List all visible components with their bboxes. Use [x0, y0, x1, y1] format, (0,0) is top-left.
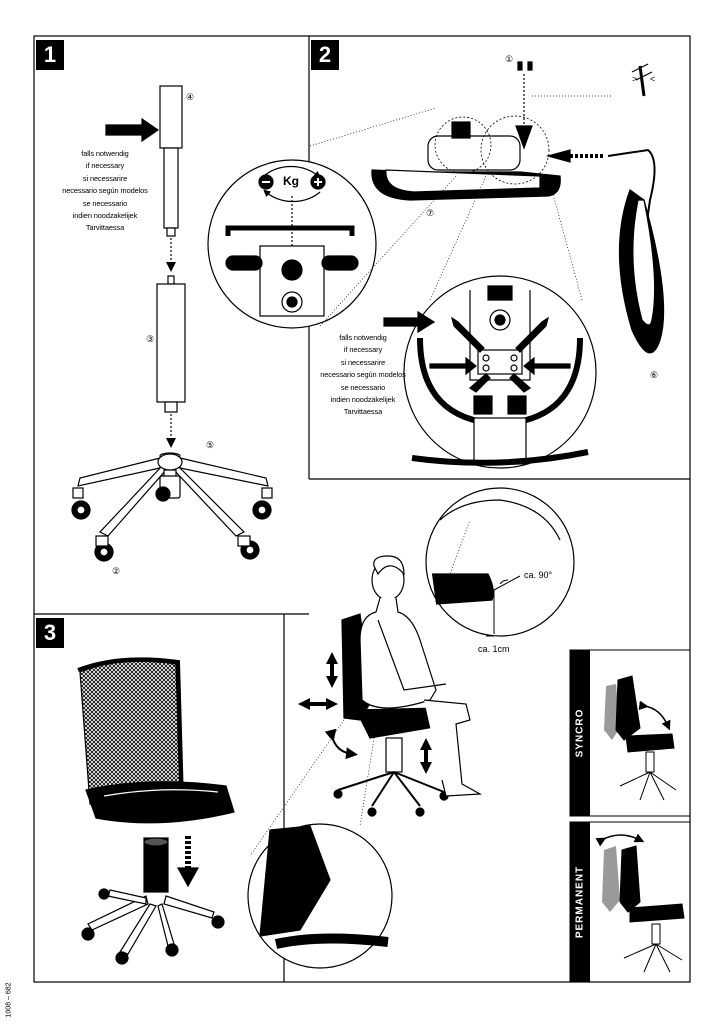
insert-arrow-icon	[105, 117, 160, 143]
syncro-panel	[569, 649, 691, 817]
angle-label: ca. 90°	[524, 570, 553, 580]
step-number-1: 1	[36, 40, 64, 70]
zoom-knee-angle	[425, 487, 575, 637]
part-number-7: ⑦	[426, 208, 435, 218]
panel-3-chair	[77, 657, 235, 965]
permanent-tab: PERMANENT	[570, 822, 590, 982]
syncro-tab: SYNCRO	[570, 650, 590, 816]
seated-person	[359, 555, 483, 797]
part-number-6: ⑥	[650, 370, 659, 380]
panel-1-gas-lift	[71, 85, 273, 562]
svg-text:>: >	[632, 74, 637, 84]
part-number-4: ④	[186, 92, 195, 102]
part-number-3: ③	[146, 334, 155, 344]
seat-plate-detail	[473, 417, 527, 465]
if-necessary-text-1: falls notwendig if necessary si necessar…	[62, 149, 148, 233]
gap-label: ca. 1cm	[478, 644, 510, 654]
mechanism-housing	[427, 135, 521, 171]
weight-label: Kg	[283, 174, 299, 188]
panel-2-mechanism: > <	[207, 61, 665, 469]
lift-lower-cylinder	[156, 283, 186, 403]
part-number-1: ①	[505, 54, 514, 64]
step-number-2: 2	[311, 40, 339, 70]
part-number-2: ②	[112, 566, 121, 576]
seat-cushion	[85, 781, 235, 824]
push-down-arrow-icon	[176, 867, 200, 888]
step-number-3: 3	[36, 618, 64, 648]
part-number-5: ⑤	[206, 440, 215, 450]
lift-upper-rod	[163, 147, 179, 229]
svg-text:<: <	[650, 74, 655, 84]
lift-upper-cylinder	[159, 85, 183, 149]
insert-back-arrow-icon	[545, 149, 571, 163]
panel-4-ergonomics	[247, 487, 575, 969]
document-code: 1008 – 682	[5, 982, 13, 1018]
permanent-panel	[569, 821, 691, 983]
attach-arrow-icon	[383, 310, 436, 334]
five-star-base	[71, 452, 273, 562]
tension-knob-icon	[281, 259, 303, 281]
if-necessary-text-2: falls notwendig if necessary si necessar…	[320, 333, 406, 417]
